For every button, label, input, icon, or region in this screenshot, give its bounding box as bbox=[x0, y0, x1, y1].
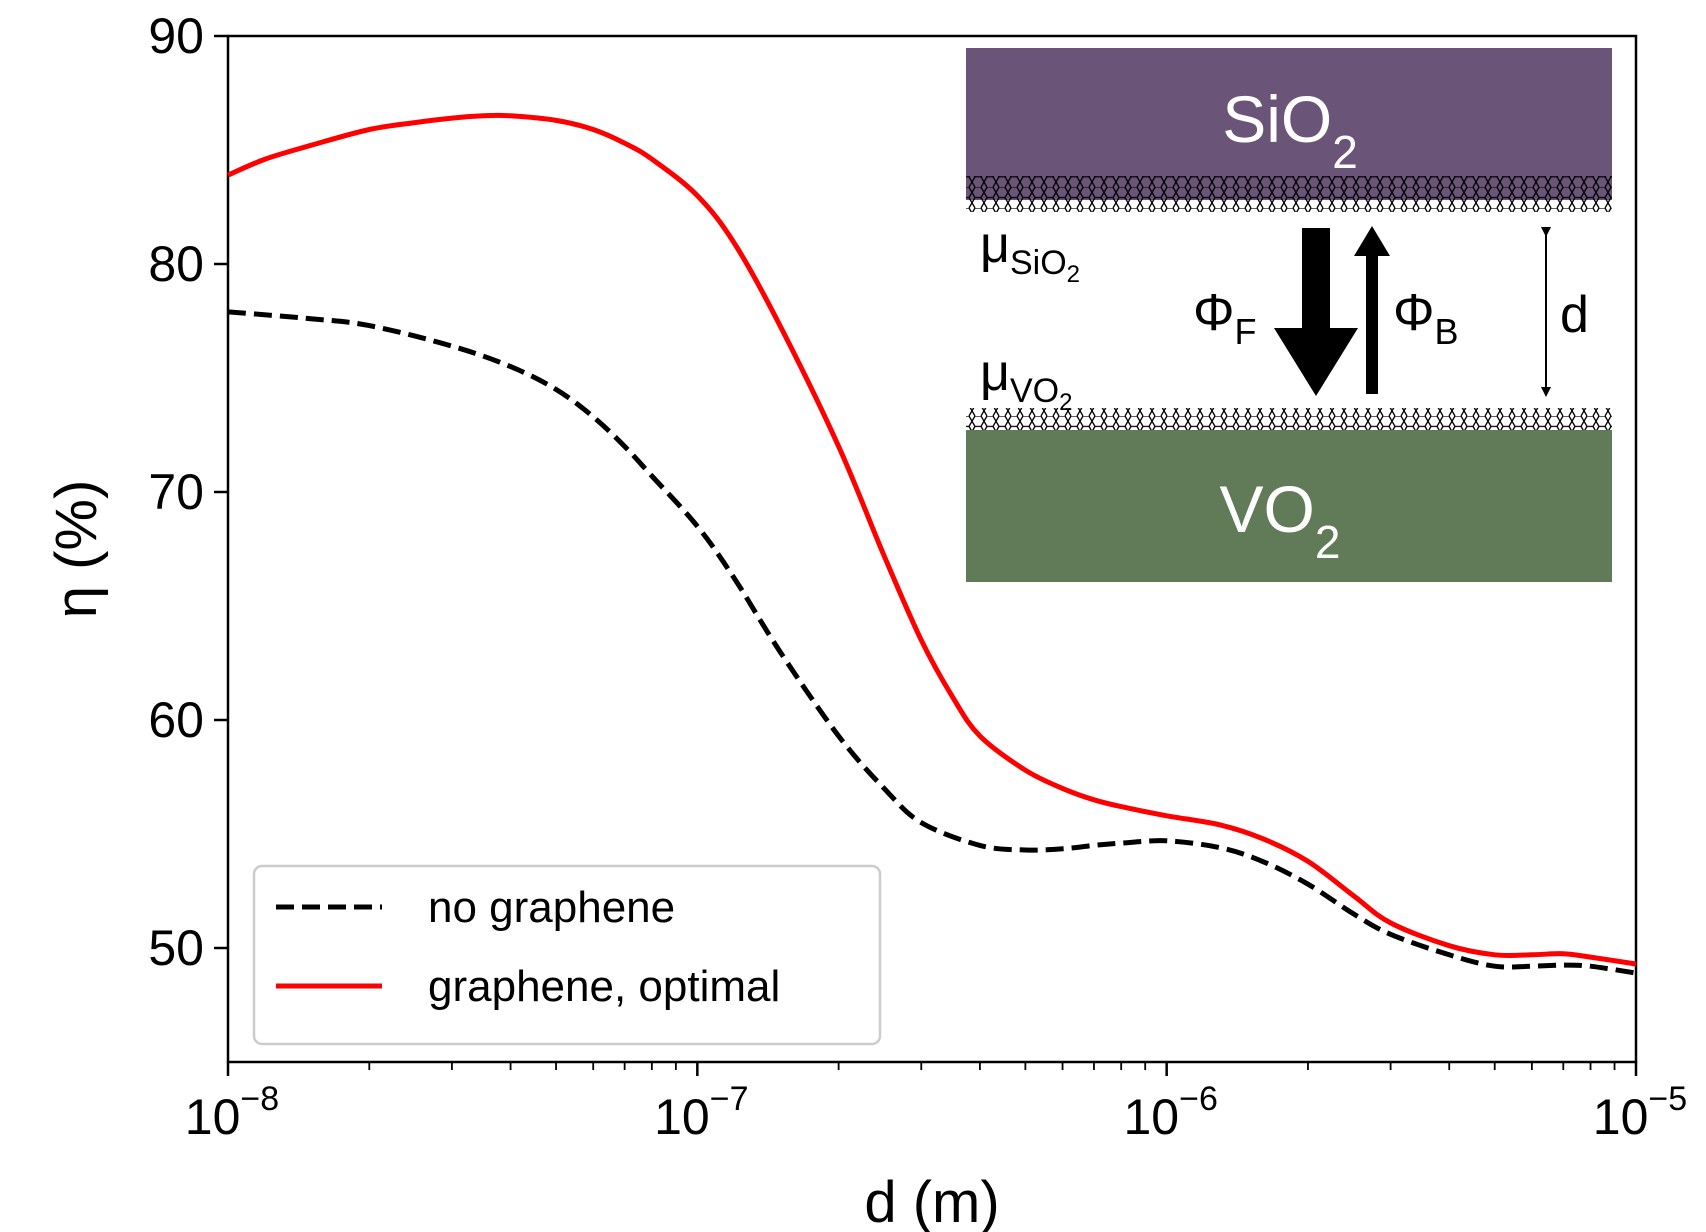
inset-schematic: SiO2 VO2 μSiO2 μVO2 ΦF ΦB d bbox=[966, 48, 1612, 582]
y-axis-ticks: 50 60 70 80 90 bbox=[148, 8, 228, 976]
vo2-label: VO2 bbox=[1220, 472, 1341, 568]
x-tick-label: 10−7 bbox=[654, 1080, 748, 1145]
legend: no graphene graphene, optimal bbox=[252, 864, 882, 1046]
flux-forward-label: ΦF bbox=[1193, 284, 1257, 352]
flux-backward-arrow bbox=[1354, 226, 1390, 394]
x-axis-ticks: 10−8 10−7 10−6 10−5 bbox=[185, 1062, 1687, 1145]
x-tick-label: 10−8 bbox=[185, 1080, 279, 1145]
legend-box bbox=[252, 864, 882, 1046]
plot-area-frame bbox=[226, 34, 1638, 1064]
sio2-label: SiO2 bbox=[1222, 82, 1358, 178]
flux-forward-arrow bbox=[1274, 228, 1358, 396]
x-tick-label: 10−5 bbox=[1593, 1080, 1687, 1145]
mu-vo2-label: μVO2 bbox=[980, 344, 1072, 416]
gap-label: d bbox=[1560, 286, 1589, 344]
y-axis-title: η (%) bbox=[44, 480, 109, 619]
sio2-layer bbox=[966, 48, 1612, 200]
y-tick-label: 80 bbox=[148, 236, 204, 292]
x-tick-label: 10−6 bbox=[1123, 1080, 1217, 1145]
mu-sio2-label: μSiO2 bbox=[980, 216, 1080, 288]
y-tick-label: 90 bbox=[148, 8, 204, 64]
flux-backward-label: ΦB bbox=[1393, 284, 1459, 352]
y-tick-label: 50 bbox=[148, 920, 204, 976]
y-tick-label: 60 bbox=[148, 692, 204, 748]
x-axis-title: d (m) bbox=[864, 1170, 999, 1232]
legend-label-no-graphene: no graphene bbox=[428, 883, 675, 932]
y-tick-label: 70 bbox=[148, 464, 204, 520]
graphene-top-lattice bbox=[966, 176, 1612, 212]
legend-label-graphene-optimal: graphene, optimal bbox=[428, 962, 780, 1011]
series-layer bbox=[226, 112, 1637, 976]
series-line-graphene-optimal bbox=[226, 112, 1637, 967]
series-line-no-graphene bbox=[227, 309, 1637, 976]
vo2-layer bbox=[966, 430, 1612, 582]
